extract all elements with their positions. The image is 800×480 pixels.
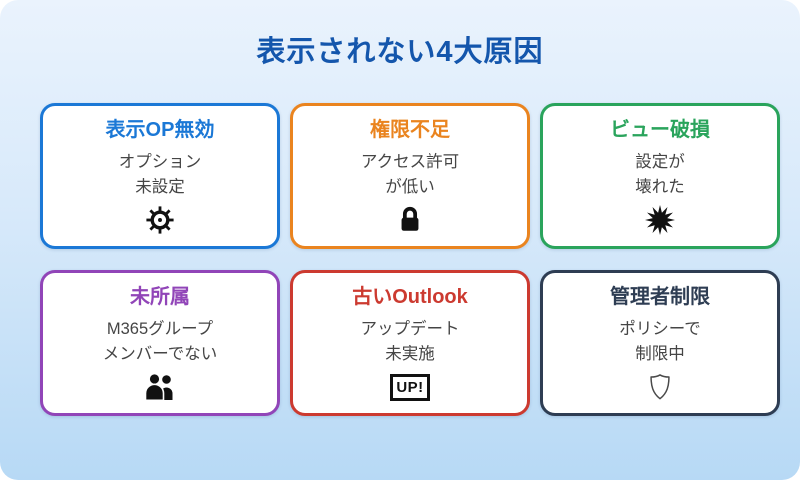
people-icon <box>141 370 179 404</box>
description-line: メンバーでない <box>102 345 218 363</box>
card-title: ビュー破損 <box>610 119 710 141</box>
card-description: アクセス許可 が低い <box>361 150 459 200</box>
card-not-group-member: 未所属 M365グループ メンバーでない <box>40 270 280 416</box>
up-badge-label: UP! <box>390 373 430 401</box>
card-description: M365グループ メンバーでない <box>103 317 218 367</box>
description-line: 設定が <box>635 153 685 171</box>
card-description: アップデート 未実施 <box>361 317 460 367</box>
description-line: 未実施 <box>385 345 435 363</box>
description-line: アクセス許可 <box>360 153 460 171</box>
description-line: アップデート <box>360 320 460 338</box>
lock-icon <box>395 203 425 237</box>
card-description: ポリシーで 制限中 <box>619 317 701 367</box>
gear-icon <box>145 203 175 237</box>
up-badge-icon: UP! <box>390 370 430 404</box>
card-old-outlook: 古いOutlook アップデート 未実施 UP! <box>290 270 530 416</box>
card-title: 古いOutlook <box>352 286 468 308</box>
card-title: 未所属 <box>130 286 190 308</box>
page-title: 表示されない4大原因 <box>256 36 544 68</box>
card-view-corrupted: ビュー破損 設定が 壊れた <box>540 103 780 249</box>
cards-grid: 表示OP無効 オプション 未設定 <box>40 103 780 416</box>
description-line: 未設定 <box>135 178 185 196</box>
description-line: ポリシーで <box>619 320 701 338</box>
description-line: 壊れた <box>635 178 685 196</box>
description-line: オプション <box>118 153 202 171</box>
card-admin-restricted: 管理者制限 ポリシーで 制限中 <box>540 270 780 416</box>
card-title: 表示OP無効 <box>105 119 215 141</box>
description-line: が低い <box>385 178 435 196</box>
card-title: 権限不足 <box>370 119 450 141</box>
description-line: 制限中 <box>635 345 685 363</box>
card-description: 設定が 壊れた <box>635 150 685 200</box>
card-description: オプション 未設定 <box>119 150 202 200</box>
card-insufficient-permission: 権限不足 アクセス許可 が低い <box>290 103 530 249</box>
description-line: M365グループ <box>106 320 214 338</box>
burst-icon <box>644 203 676 237</box>
shield-icon <box>646 370 674 404</box>
card-title: 管理者制限 <box>610 286 710 308</box>
card-display-option-disabled: 表示OP無効 オプション 未設定 <box>40 103 280 249</box>
